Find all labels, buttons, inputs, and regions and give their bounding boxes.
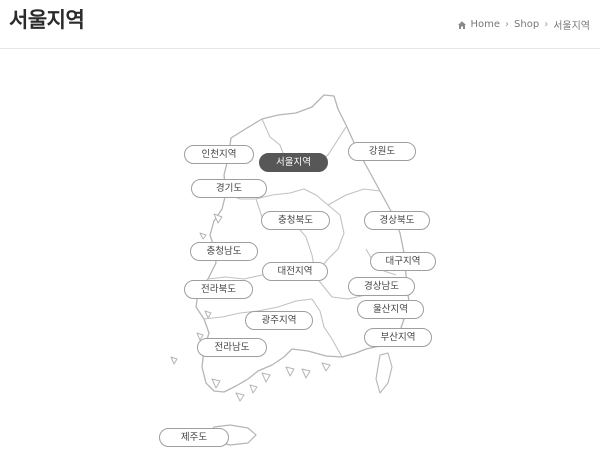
region-button-daejeon[interactable]: 대전지역 <box>262 262 328 281</box>
korea-map-illustration <box>170 94 411 446</box>
region-button-gangwon[interactable]: 강원도 <box>348 142 416 161</box>
breadcrumb-current: 서울지역 <box>553 21 590 32</box>
map-border-gyeonggi-south <box>225 188 381 206</box>
map-island-east-1 <box>375 352 393 394</box>
region-button-busan[interactable]: 부산지역 <box>364 328 432 347</box>
chevron-right-icon: › <box>505 19 510 30</box>
region-button-jeonnam[interactable]: 전라남도 <box>197 338 267 357</box>
breadcrumb-home-link[interactable]: Home <box>470 19 501 30</box>
map-island-west-2 <box>199 232 207 240</box>
korea-region-map: 인천지역 서울지역 강원도 경기도 충청북도 경상북도 충청남도 대구지역 대전… <box>0 49 600 467</box>
breadcrumb: Home › Shop › 서울지역 <box>457 17 590 32</box>
region-button-gwangju[interactable]: 광주지역 <box>245 311 313 330</box>
chevron-right-icon: › <box>544 19 549 30</box>
map-island-west-3 <box>204 310 212 319</box>
map-island-west-1 <box>213 213 223 224</box>
region-button-gyeongnam[interactable]: 경상남도 <box>348 277 415 296</box>
region-button-chungnam[interactable]: 충청남도 <box>190 242 258 261</box>
region-button-gyeonggi[interactable]: 경기도 <box>191 179 267 198</box>
region-button-jeonbuk[interactable]: 전라북도 <box>184 280 253 299</box>
page-title: 서울지역 <box>9 8 85 32</box>
breadcrumb-shop-link[interactable]: Shop <box>514 19 540 30</box>
region-button-chungbuk[interactable]: 충청북도 <box>261 211 330 230</box>
map-island-south-7 <box>321 362 331 372</box>
region-button-jeju[interactable]: 제주도 <box>159 428 229 447</box>
region-button-ulsan[interactable]: 울산지역 <box>357 300 424 319</box>
map-island-west-4 <box>196 332 204 341</box>
map-island-south-5 <box>301 368 311 379</box>
region-button-seoul[interactable]: 서울지역 <box>259 153 328 172</box>
map-island-south-1 <box>211 378 221 389</box>
map-island-south-2 <box>235 392 245 402</box>
region-button-incheon[interactable]: 인천지역 <box>184 145 254 164</box>
page-header: 서울지역 Home › Shop › 서울지역 <box>0 0 600 49</box>
home-icon <box>457 20 466 29</box>
map-border-jeonbuk-gyeongnam <box>311 298 343 358</box>
region-button-gyeongbuk[interactable]: 경상북도 <box>364 211 430 230</box>
map-island-south-6 <box>249 384 258 394</box>
map-island-west-6 <box>170 356 178 365</box>
map-island-south-3 <box>261 372 271 383</box>
region-button-daegu[interactable]: 대구지역 <box>370 252 436 271</box>
map-island-south-4 <box>285 366 295 377</box>
